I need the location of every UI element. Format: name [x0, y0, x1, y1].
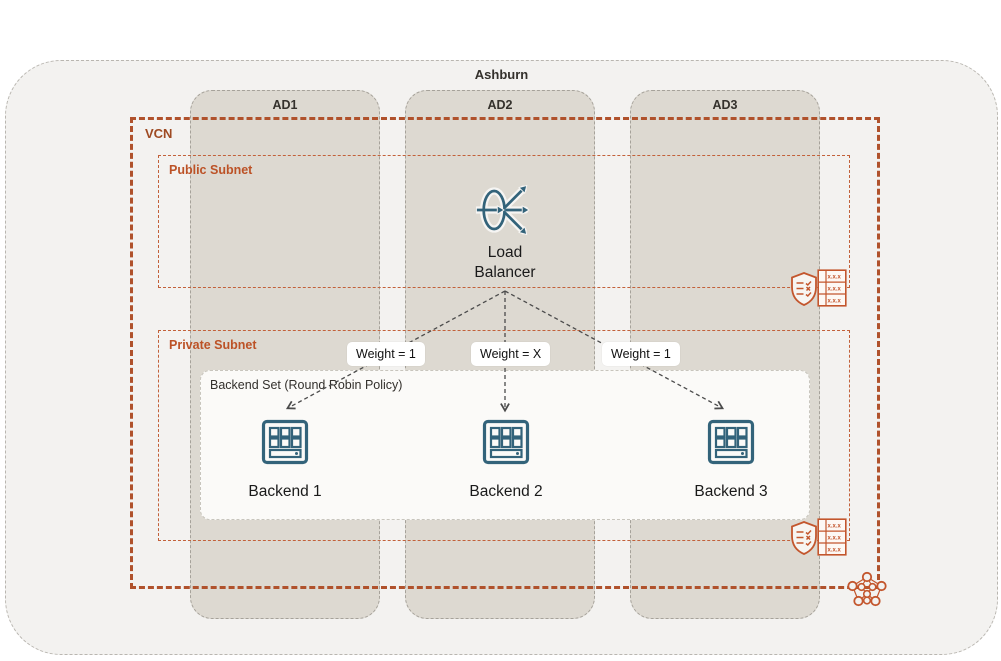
route-row-1: x.x.x	[828, 275, 842, 281]
vcn-boundary: VCN	[130, 117, 880, 589]
route-row-1: x.x.x	[828, 524, 842, 530]
backend2-compute-icon	[482, 419, 530, 465]
route-row-2: x.x.x	[828, 286, 842, 292]
route-row-2: x.x.x	[828, 535, 842, 541]
load-balancer-label: Load Balancer	[474, 244, 536, 281]
ad3-label: AD3	[712, 98, 738, 112]
public-route-table-icon: x.x.x x.x.x x.x.x	[817, 269, 847, 307]
route-row-3: x.x.x	[828, 547, 842, 553]
route-row-3: x.x.x	[828, 298, 842, 304]
backend2-label: Backend 2	[469, 483, 543, 500]
weight-label-3: Weight = 1	[602, 342, 680, 366]
ad1-label: AD1	[272, 98, 298, 112]
private-security-list-icon	[791, 521, 817, 555]
backend1-compute-icon	[261, 419, 309, 465]
ad2-label: AD2	[487, 98, 513, 112]
region-title: Ashburn	[474, 67, 529, 82]
load-balancer-icon	[476, 184, 530, 236]
vcn-icon	[847, 571, 887, 607]
backend3-compute-icon	[707, 419, 755, 465]
weight-label-2: Weight = X	[471, 342, 551, 366]
availability-domain-3: AD3	[630, 90, 820, 619]
public-security-list-icon	[791, 272, 817, 306]
public-subnet: Public Subnet	[158, 155, 850, 288]
backend3-label: Backend 3	[694, 483, 768, 500]
backend-set-label: Backend Set (Round Robin Policy)	[210, 378, 403, 392]
private-route-table-icon: x.x.x x.x.x x.x.x	[817, 518, 847, 556]
vcn-label: VCN	[145, 126, 173, 141]
weight-label-1: Weight = 1	[347, 342, 425, 366]
backend1-label: Backend 1	[248, 483, 322, 500]
private-subnet-label: Private Subnet	[169, 338, 257, 352]
public-subnet-label: Public Subnet	[169, 163, 253, 177]
